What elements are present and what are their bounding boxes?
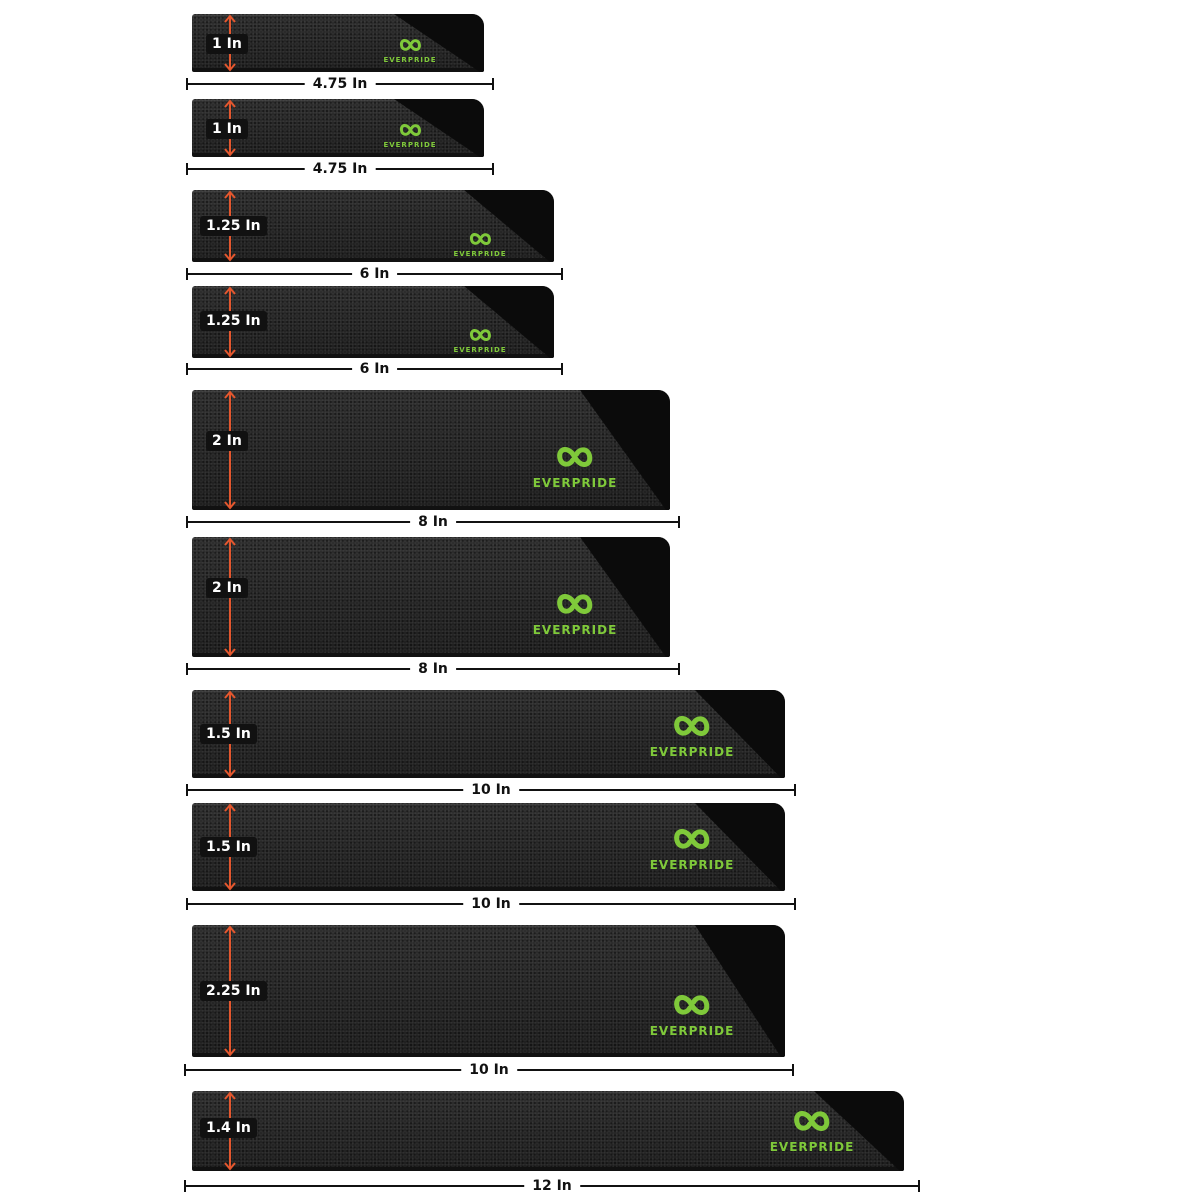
- everpride-logo: EVERPRIDE: [650, 824, 735, 872]
- everpride-logo: EVERPRIDE: [453, 230, 506, 258]
- length-label: 6 In: [351, 361, 398, 377]
- brand-name: EVERPRIDE: [649, 858, 735, 872]
- everpride-logo: EVERPRIDE: [650, 711, 735, 759]
- height-label: 1.5 In: [200, 837, 257, 857]
- length-label: 10 In: [461, 1062, 517, 1078]
- brand-name: EVERPRIDE: [383, 141, 437, 149]
- infinity-loop-icon: [398, 121, 422, 139]
- infinity-loop-icon: [468, 230, 492, 248]
- everpride-logo: EVERPRIDE: [453, 326, 506, 354]
- knife-guard: [192, 14, 484, 72]
- everpride-logo: EVERPRIDE: [650, 990, 735, 1038]
- brand-name: EVERPRIDE: [532, 476, 618, 490]
- height-label: 1 In: [206, 119, 248, 139]
- length-label: 10 In: [463, 896, 519, 912]
- brand-name: EVERPRIDE: [649, 745, 735, 759]
- infinity-loop-icon: [672, 711, 712, 741]
- length-dimension-line: 4.75 In: [186, 161, 494, 177]
- height-label: 1.25 In: [200, 311, 267, 331]
- length-label: 4.75 In: [304, 161, 376, 177]
- length-dimension-line: 6 In: [186, 266, 563, 282]
- height-label: 1.4 In: [200, 1118, 257, 1138]
- brand-name: EVERPRIDE: [532, 623, 618, 637]
- length-label: 10 In: [463, 782, 519, 798]
- height-label: 2 In: [206, 431, 248, 451]
- brand-name: EVERPRIDE: [383, 56, 437, 64]
- knife-guard: [192, 390, 670, 510]
- knife-guard: [192, 537, 670, 657]
- height-label: 1.5 In: [200, 724, 257, 744]
- infinity-loop-icon: [555, 589, 595, 619]
- infinity-loop-icon: [398, 36, 422, 54]
- length-dimension-line: 10 In: [184, 1062, 794, 1078]
- brand-name: EVERPRIDE: [649, 1024, 735, 1038]
- infinity-loop-icon: [672, 824, 712, 854]
- everpride-logo: EVERPRIDE: [383, 36, 436, 64]
- infinity-loop-icon: [792, 1106, 832, 1136]
- height-label: 1 In: [206, 34, 248, 54]
- infinity-loop-icon: [672, 990, 712, 1020]
- height-label: 1.25 In: [200, 216, 267, 236]
- length-label: 4.75 In: [304, 76, 376, 92]
- knife-guard: [192, 925, 785, 1057]
- infinity-loop-icon: [555, 442, 595, 472]
- length-label: 8 In: [410, 514, 456, 530]
- length-label: 6 In: [351, 266, 398, 282]
- length-dimension-line: 10 In: [186, 896, 796, 912]
- length-dimension-line: 10 In: [186, 782, 796, 798]
- length-label: 12 In: [524, 1178, 580, 1194]
- length-label: 8 In: [410, 661, 456, 677]
- everpride-logo: EVERPRIDE: [533, 589, 618, 637]
- knife-guard: [192, 1091, 904, 1171]
- everpride-logo: EVERPRIDE: [770, 1106, 855, 1154]
- brand-name: EVERPRIDE: [769, 1140, 855, 1154]
- height-label: 2.25 In: [200, 981, 267, 1001]
- everpride-logo: EVERPRIDE: [383, 121, 436, 149]
- everpride-logo: EVERPRIDE: [533, 442, 618, 490]
- brand-name: EVERPRIDE: [453, 250, 507, 258]
- height-label: 2 In: [206, 578, 248, 598]
- length-dimension-line: 8 In: [186, 661, 680, 677]
- length-dimension-line: 12 In: [184, 1178, 920, 1194]
- length-dimension-line: 8 In: [186, 514, 680, 530]
- length-dimension-line: 6 In: [186, 361, 563, 377]
- brand-name: EVERPRIDE: [453, 346, 507, 354]
- infinity-loop-icon: [468, 326, 492, 344]
- length-dimension-line: 4.75 In: [186, 76, 494, 92]
